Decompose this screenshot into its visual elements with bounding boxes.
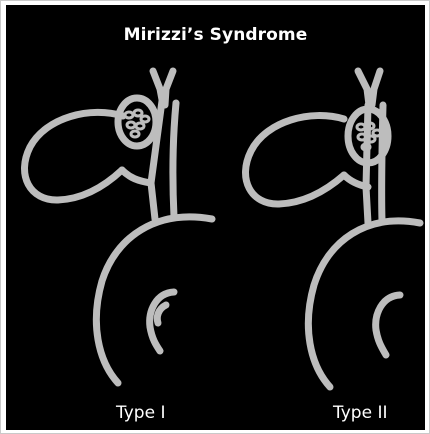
type-1-illustration (25, 71, 212, 383)
impacted-stone-type-1 (118, 98, 156, 146)
hepatic-branch-left-type-2 (358, 71, 369, 105)
bile-duct-right-wall-type-1 (173, 103, 176, 217)
diagram-illustration (6, 5, 425, 430)
type-1-caption: Type I (116, 403, 165, 423)
gallbladder-type-1 (25, 112, 123, 200)
gallbladder-type-2 (246, 116, 344, 204)
duodenum-outer-type-2 (308, 221, 420, 387)
type-2-caption: Type II (333, 403, 387, 423)
duodenum-inner-type-1 (150, 292, 174, 351)
cystic-duct-type-1 (122, 170, 151, 183)
type-2-illustration (246, 71, 420, 387)
diagram-panel: Mirizzi’s Syndrome (6, 5, 425, 430)
duodenum-inner-type-2 (376, 295, 400, 355)
pancreatic-hook-type-1 (157, 305, 166, 323)
hepatic-branch-right-type-2 (372, 71, 380, 105)
hepatic-branch-right-type-1 (165, 71, 173, 105)
stone-fragments-type-1 (125, 110, 149, 137)
